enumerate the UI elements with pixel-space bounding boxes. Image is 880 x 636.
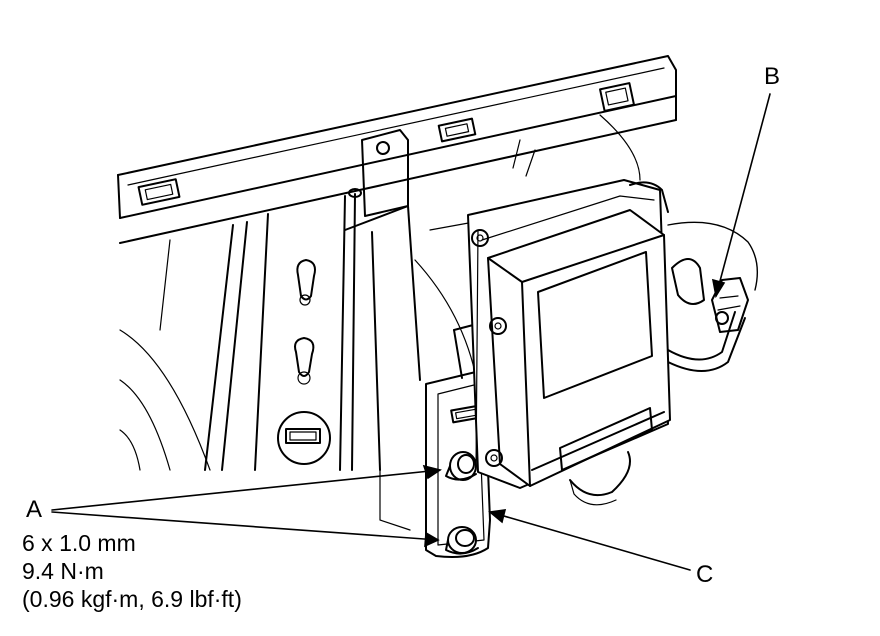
callout-c: C [696,561,714,588]
bolt-upper [445,451,477,481]
torque-other-units-label: (0.96 kgf·m, 6.9 lbf·ft) [22,586,242,612]
callout-b: B [764,63,781,90]
bolt-size-label: 6 x 1.0 mm [22,530,136,556]
wire-harness [667,221,758,372]
leader-lines [51,93,771,571]
callout-a: A [26,496,43,523]
torque-nm-label: 9.4 N·m [22,558,104,584]
control-unit [467,179,671,506]
bolt-lower [445,526,479,555]
body-panel [117,55,677,531]
